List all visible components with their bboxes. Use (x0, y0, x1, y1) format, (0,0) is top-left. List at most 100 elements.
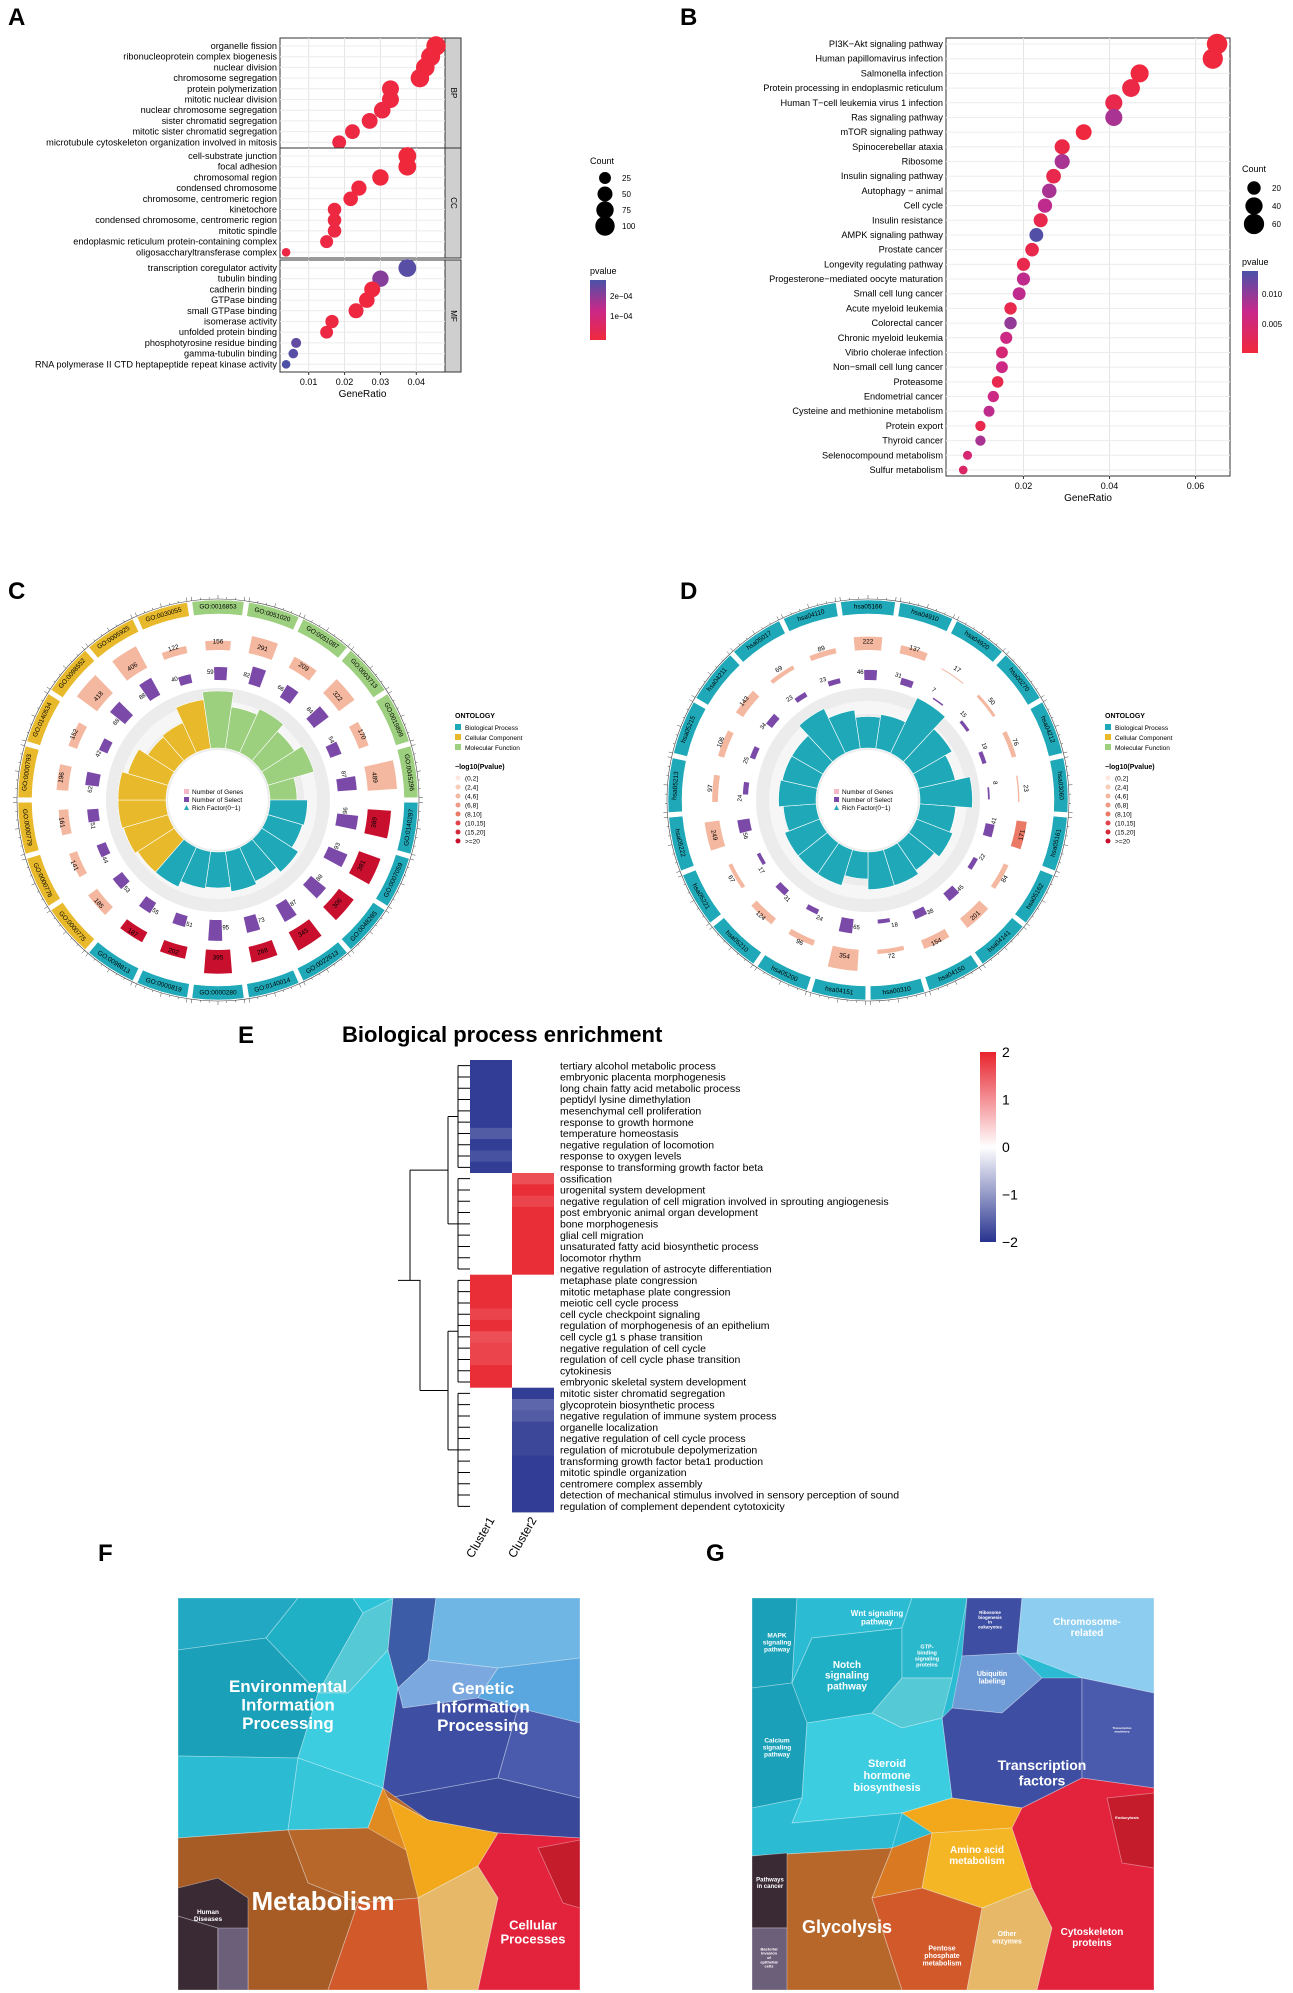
facet-strip (444, 259, 462, 373)
select-count-label: 7 (930, 687, 937, 694)
genes-bar (718, 730, 734, 758)
genes-count-label: 141 (69, 859, 80, 872)
term-label: small GTPase binding (187, 306, 277, 316)
heatmap-cell (512, 1116, 554, 1129)
heatmap-cell (470, 1432, 512, 1445)
treemap-label-ribo: Ribosome (979, 1610, 1001, 1615)
scale-tick (702, 915, 705, 918)
select-bar (208, 919, 223, 941)
genes-bar (1016, 775, 1020, 802)
heatmap-cell (470, 1319, 512, 1332)
heatmap-cell (512, 1127, 554, 1140)
treemap-label-cell: Processes (500, 1931, 565, 1946)
dot (410, 68, 430, 88)
term-segment (50, 650, 95, 698)
scale-tick (1043, 699, 1047, 702)
genes-bar (941, 668, 964, 684)
pvalue-legend-label: (15,20] (465, 830, 485, 837)
count-legend-dot (596, 201, 614, 219)
select-bar (742, 781, 750, 795)
scale-tick (326, 627, 330, 632)
heatmap-cell (470, 1500, 512, 1513)
ontology-legend-swatch (455, 724, 461, 730)
term-segment (995, 654, 1041, 706)
treemap-label-ubi: Ubiquitin (977, 1671, 1007, 1678)
treemap-cell (901, 1598, 968, 1679)
pvalue-legend-label: (10,15] (1115, 821, 1135, 828)
count-legend-label: 75 (622, 206, 631, 215)
pvalue-legend-label: (8,10] (465, 812, 482, 819)
heatmap-row-label: cell cycle g1 s phase transition (560, 1332, 703, 1344)
heatmap-row-label: regulation of microtubule depolymerizati… (560, 1445, 757, 1457)
scale-tick (44, 906, 48, 909)
scale-tick (897, 998, 899, 1003)
scale-tick (53, 917, 56, 920)
term-segment (1049, 757, 1069, 813)
treemap-label-ppm: metabolism (923, 1960, 962, 1967)
genes-bar (751, 900, 776, 925)
scale-tick (357, 654, 360, 656)
pvalue-legend-swatch (1105, 829, 1111, 835)
select-bar (805, 904, 820, 915)
pvalue-legend-title: −log10(Pvalue) (1105, 764, 1155, 771)
select-count-label: 65 (853, 925, 861, 932)
ontology-legend-swatch (1105, 734, 1111, 740)
count-legend-label: 25 (622, 174, 631, 183)
pvalue-legend-label: >=20 (465, 839, 480, 846)
scale-tick (318, 973, 321, 976)
pvalue-legend-title: −log10(Pvalue) (455, 764, 505, 771)
dot (288, 348, 299, 359)
term-segment (88, 941, 140, 982)
term-segment (246, 969, 300, 998)
treemap-cell (427, 1598, 580, 1669)
term-segment (840, 599, 896, 617)
dot (1000, 331, 1013, 344)
panel-label-g: G (706, 1540, 725, 1567)
select-count-label: 54 (326, 736, 335, 745)
dot (996, 346, 1008, 359)
scale-tick (672, 853, 675, 855)
select-bar (178, 674, 193, 686)
genes-count-label: 161 (57, 817, 66, 829)
scale-tick (191, 596, 193, 601)
heatmap-cell (470, 1342, 512, 1355)
x-axis-label: GeneRatio (339, 389, 387, 400)
scale-tick (404, 723, 407, 725)
term-label: Ribosome (902, 157, 943, 167)
scale-tick (954, 980, 958, 985)
scale-tick (392, 898, 395, 901)
pvalue-legend-swatch (455, 775, 461, 781)
heatmap-row-label: negative regulation of cell cycle proces… (560, 1433, 746, 1445)
pvalue-legend-swatch (1105, 820, 1111, 826)
pvalue-legend-swatch (455, 838, 461, 844)
pvalue-legend-swatch (1105, 784, 1111, 790)
scale-tick (1063, 751, 1068, 754)
plot-frame (945, 37, 1231, 477)
heatmap-cell (512, 1466, 554, 1479)
heatmap-cell (512, 1218, 554, 1230)
scale-tick (1017, 934, 1020, 936)
term-segment (682, 869, 722, 924)
heatmap-cell (470, 1353, 512, 1366)
treemap-label-pic: Pathways (756, 1877, 784, 1883)
heatmap-cell (470, 1331, 512, 1343)
scale-tick (963, 976, 965, 979)
genes-count-label: 154 (930, 937, 943, 948)
scale-tick (900, 597, 902, 602)
pvalue-legend-swatch (455, 811, 461, 817)
treemap-label-amino: Amino acid (950, 1845, 1004, 1856)
term-label: Prostate cancer (879, 245, 943, 255)
heatmap-cell (512, 1353, 554, 1366)
scale-tick (333, 634, 336, 636)
term-segment (667, 757, 687, 813)
select-count-label: 56 (741, 832, 748, 840)
select-bar (306, 706, 329, 728)
treemap-cell (1081, 1677, 1154, 1789)
genes-count-label: 406 (126, 661, 139, 673)
heatmap-row-label: post embryonic animal organ development (560, 1207, 758, 1219)
heatmap-row-label: regulation of cell cycle phase transitio… (560, 1354, 741, 1366)
dot (320, 325, 334, 339)
scale-tick (1061, 853, 1064, 855)
genes-bar (248, 940, 278, 963)
heatmap-cell (470, 1365, 512, 1377)
